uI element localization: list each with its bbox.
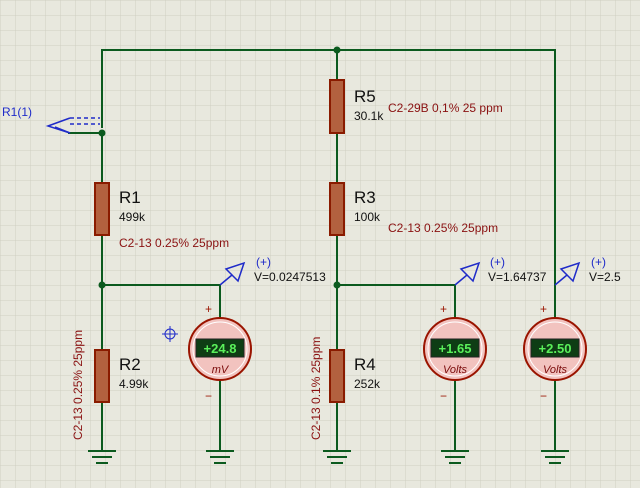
- junction-node2: [333, 281, 341, 289]
- origin-marker-icon: [162, 326, 178, 342]
- meter-1-inner-ring: [192, 321, 248, 377]
- resistor-r5-value: 30.1k: [354, 109, 384, 123]
- generator-label: R1(1): [2, 105, 32, 119]
- ground-meter1-icon: [206, 450, 234, 464]
- probe-2-arrow-icon: [454, 261, 481, 286]
- probe-1-arrow-icon: [219, 261, 246, 286]
- voltage-probe-1[interactable]: (+) V=0.0247513: [219, 255, 326, 286]
- meter-2-minus: −: [440, 389, 447, 403]
- ground-symbols: [88, 450, 569, 464]
- resistor-r5[interactable]: R5 30.1k C2-29B 0,1% 25 ppm: [329, 79, 503, 134]
- junctions: [98, 46, 341, 289]
- voltage-probe-3[interactable]: (+) V=2.5: [554, 255, 621, 286]
- meter-1-display: [195, 338, 245, 358]
- meter-1-unit: mV: [212, 364, 230, 376]
- meter-3-minus: −: [540, 389, 547, 403]
- meter-2-plus: +: [440, 302, 447, 316]
- resistor-r2-body: [94, 349, 110, 403]
- meter-1-display-text: +24.8: [204, 341, 237, 356]
- meter-1-plus: +: [205, 302, 212, 316]
- ground-meter3-icon: [541, 450, 569, 464]
- meter-1-minus: −: [205, 389, 212, 403]
- resistor-r4-spec: C2-13 0.1% 25ppm: [309, 337, 323, 440]
- meter-2-display: [430, 338, 480, 358]
- junction-node1: [98, 281, 106, 289]
- meter-3-unit: Volts: [543, 364, 568, 376]
- wire-top-rail: [101, 49, 556, 450]
- probe-3-arrow-icon: [554, 261, 581, 286]
- resistor-r1-spec: C2-13 0.25% 25ppm: [119, 236, 229, 250]
- probe-3-sign: (+): [591, 255, 606, 269]
- probe-1-reading: V=0.0247513: [254, 270, 326, 284]
- ground-r2-icon: [88, 450, 116, 464]
- resistor-r5-body: [329, 79, 345, 134]
- probe-1-sign: (+): [256, 255, 271, 269]
- meter-volts-1[interactable]: +1.65 Volts + −: [423, 302, 487, 403]
- junction-generator: [98, 129, 106, 137]
- wires: [68, 49, 556, 450]
- ground-meter2-icon: [441, 450, 469, 464]
- resistor-r2-value: 4.99k: [119, 377, 149, 391]
- probe-2-sign: (+): [490, 255, 505, 269]
- junction-top: [333, 46, 341, 54]
- resistor-r4[interactable]: R4 252k C2-13 0.1% 25ppm: [309, 337, 381, 440]
- generator-symbol[interactable]: R1(1): [2, 105, 100, 134]
- resistor-r1-name: R1: [119, 188, 141, 207]
- voltage-probe-2[interactable]: (+) V=1.64737: [454, 255, 547, 286]
- meter-3-display: [530, 338, 580, 358]
- meter-2-unit: Volts: [443, 364, 468, 376]
- meter-3-plus: +: [540, 302, 547, 316]
- resistor-r5-name: R5: [354, 87, 376, 106]
- resistor-r3-value: 100k: [354, 210, 381, 224]
- meter-3-display-text: +2.50: [539, 341, 572, 356]
- resistor-r3-name: R3: [354, 188, 376, 207]
- resistor-r3-spec: C2-13 0.25% 25ppm: [388, 221, 498, 235]
- meter-2-inner-ring: [427, 321, 483, 377]
- resistor-r1[interactable]: R1 499k C2-13 0.25% 25ppm: [94, 182, 229, 250]
- resistor-r4-value: 252k: [354, 377, 381, 391]
- ground-r4-icon: [323, 450, 351, 464]
- meter-millivolt[interactable]: +24.8 mV + −: [188, 302, 252, 403]
- resistor-r5-spec: C2-29B 0,1% 25 ppm: [388, 101, 503, 115]
- resistor-r2[interactable]: R2 4.99k C2-13 0.25% 25ppm: [71, 330, 149, 440]
- resistor-r1-body: [94, 182, 110, 236]
- resistor-r2-name: R2: [119, 355, 141, 374]
- meter-volts-2[interactable]: +2.50 Volts + −: [523, 302, 587, 403]
- resistor-r2-spec: C2-13 0.25% 25ppm: [71, 330, 85, 440]
- generator-lead: [54, 126, 71, 134]
- meter-3-inner-ring: [527, 321, 583, 377]
- resistor-r1-value: 499k: [119, 210, 146, 224]
- probe-3-reading: V=2.5: [589, 270, 621, 284]
- resistor-r3-body: [329, 182, 345, 236]
- probe-2-reading: V=1.64737: [488, 270, 547, 284]
- resistor-r4-name: R4: [354, 355, 376, 374]
- meter-2-display-text: +1.65: [439, 341, 472, 356]
- resistor-r3[interactable]: R3 100k C2-13 0.25% 25ppm: [329, 182, 498, 236]
- resistor-r4-body: [329, 349, 345, 403]
